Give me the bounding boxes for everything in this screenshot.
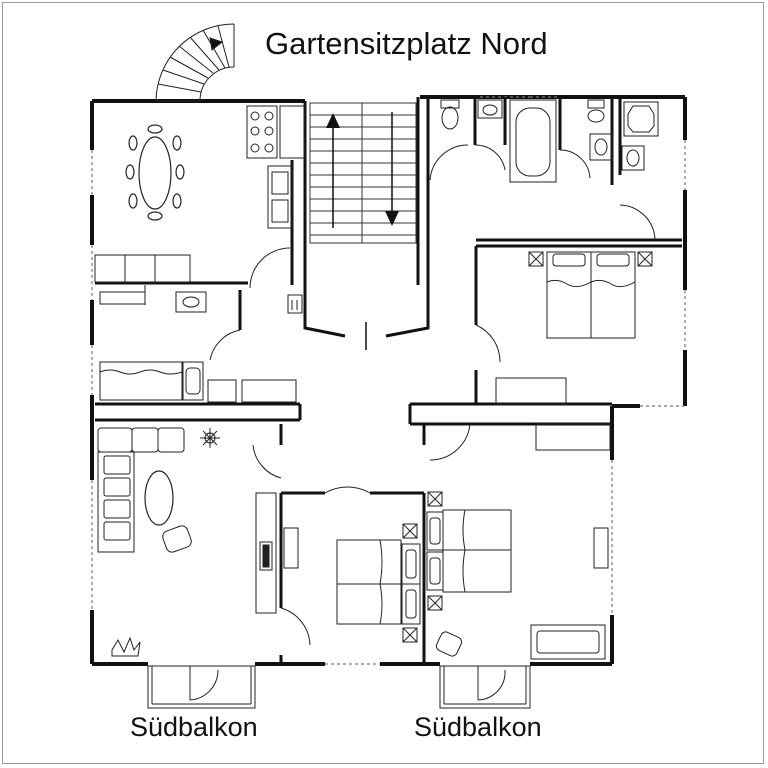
- sofa-small: [530, 624, 606, 660]
- shower-icon: [623, 101, 659, 137]
- bath-doors: [429, 144, 591, 181]
- coffee-table: [144, 470, 174, 526]
- door-right-room: [429, 423, 471, 461]
- single-bed: [99, 361, 297, 403]
- stair-up-arrow-icon: [326, 113, 340, 228]
- interior-walls: [95, 97, 682, 664]
- plant-icon: [200, 428, 220, 448]
- windows: [91, 96, 686, 665]
- door-upper-bedroom: [475, 204, 656, 363]
- toilet-icon: [440, 99, 605, 130]
- south-balcony-label-left: Südbalkon: [130, 712, 258, 742]
- kitchen-sink-icon: [267, 165, 293, 229]
- sofa-l: [97, 427, 185, 553]
- stove-icon: [246, 105, 305, 159]
- garden-terrace-label: Gartensitzplatz Nord: [265, 26, 548, 61]
- balcony-right: [439, 665, 531, 709]
- armchair-icon: [435, 631, 463, 657]
- kitchen-counter: [94, 254, 207, 313]
- armchair-icon: [162, 525, 192, 553]
- south-balcony-label-right: Südbalkon: [414, 712, 542, 742]
- dining-table: [125, 124, 185, 221]
- balcony-left: [147, 665, 256, 709]
- tv-cabinet: [255, 492, 277, 614]
- spiral-staircase: [155, 23, 235, 102]
- exterior-walls: [90, 95, 687, 666]
- cabinet-right: [535, 423, 611, 569]
- stair-down-arrow-icon: [385, 112, 399, 226]
- bathtub-icon: [509, 99, 557, 183]
- double-bed-upper: [495, 251, 653, 405]
- double-bed-right: [426, 491, 512, 611]
- double-bed-middle: [283, 523, 421, 643]
- door-middle-room: [324, 486, 371, 494]
- door-living: [252, 444, 311, 646]
- door-kitchen: [249, 247, 303, 314]
- staircase: [309, 102, 417, 244]
- washbasin-icon: [477, 99, 645, 171]
- stair-landing: [303, 285, 430, 350]
- plant-icon: [111, 636, 141, 657]
- door-left-room: [209, 329, 241, 361]
